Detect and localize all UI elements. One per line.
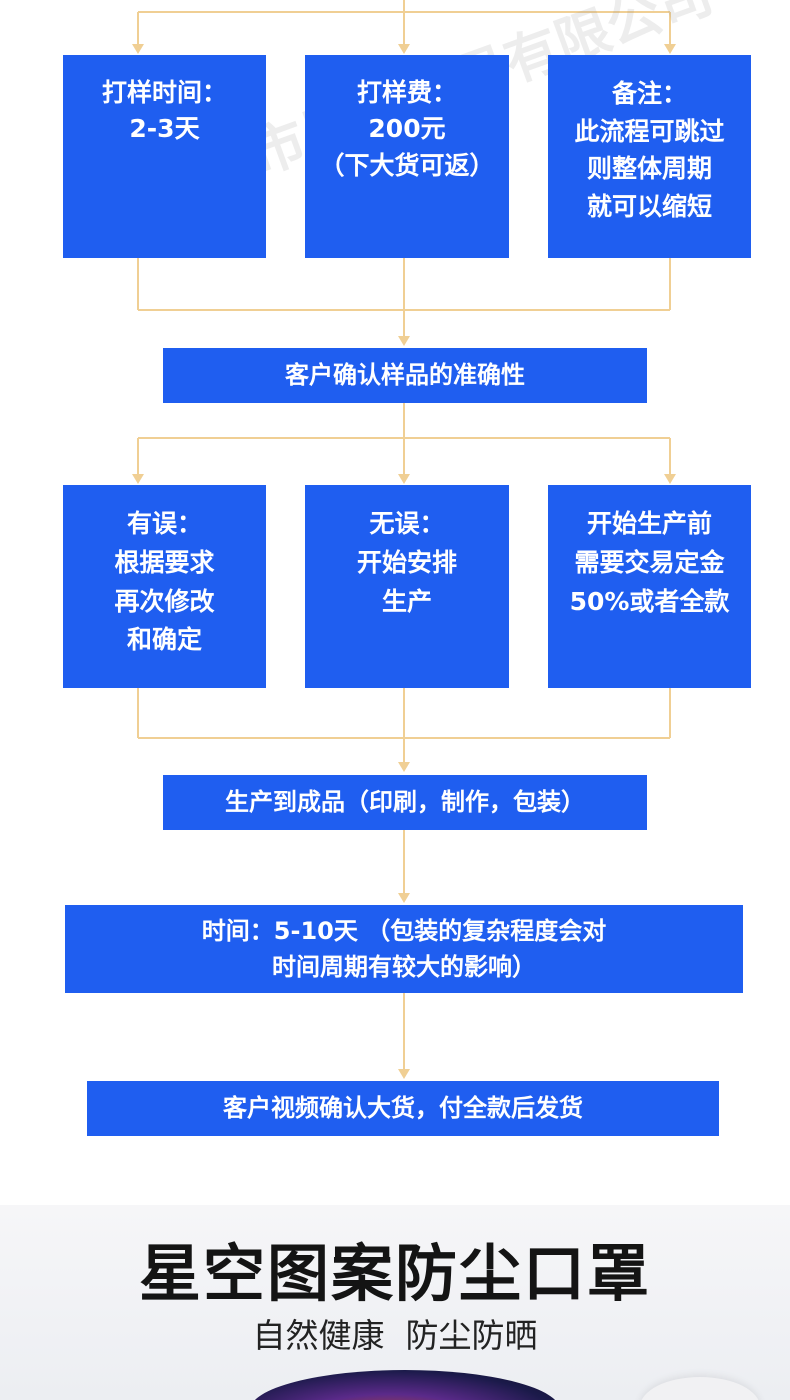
deposit-box: 开始生产前 需要交易定金 50%或者全款 [548, 485, 751, 688]
product-subtitle: 自然健康 防尘防晒 [252, 1316, 538, 1355]
box-line: 此流程可跳过 [574, 116, 725, 146]
production-time-step: 时间：5-10天 （包装的复杂程度会对 时间周期有较大的影响） [65, 905, 743, 993]
process-flowchart: 义乌市恩源贸易有限公司 打样时间： 2-3天 打样费： 200元 （下大货可返）… [63, 0, 751, 1136]
final-delivery-step: 客户视频确认大货，付全款后发货 [87, 1081, 719, 1136]
box-line: 开始安排 [356, 547, 457, 577]
box-line: 则整体周期 [586, 154, 712, 183]
box-line: 打样时间： [101, 78, 227, 107]
cup-image [640, 1377, 760, 1400]
starry-mask-image [250, 1370, 560, 1400]
box-line: 无误： [369, 509, 445, 538]
flow-connectors [132, 0, 676, 1079]
box-line: 备注： [611, 79, 687, 108]
box-line: （下大货可返） [319, 150, 495, 180]
product-banner: 星空图案防尘口罩 自然健康 防尘防晒 [0, 1205, 790, 1400]
box-line: 打样费： [356, 78, 457, 107]
step-label: 客户视频确认大货，付全款后发货 [223, 1094, 583, 1123]
box-line: 有误： [126, 509, 202, 538]
confirm-sample-step: 客户确认样品的准确性 [163, 348, 647, 403]
box-line: 再次修改 [114, 586, 215, 616]
production-step: 生产到成品（印刷，制作，包装） [163, 775, 647, 830]
step-label: 时间周期有较大的影响） [272, 953, 536, 981]
box-line: 2-3天 [129, 114, 200, 144]
step-label: 客户确认样品的准确性 [285, 361, 525, 390]
product-title: 星空图案防尘口罩 [138, 1237, 651, 1310]
no-error-box: 无误： 开始安排 生产 [305, 485, 509, 688]
box-line: 和确定 [126, 625, 202, 655]
box-line: 200元 [368, 114, 446, 144]
step-label: 生产到成品（印刷，制作，包装） [225, 788, 585, 817]
box-line: 根据要求 [114, 547, 215, 577]
remark-box: 备注： 此流程可跳过 则整体周期 就可以缩短 [548, 55, 751, 258]
sample-time-box: 打样时间： 2-3天 [63, 55, 266, 258]
box-line: 生产 [381, 586, 432, 616]
sample-fee-box: 打样费： 200元 （下大货可返） [305, 55, 509, 258]
box-line: 需要交易定金 [574, 547, 725, 577]
box-line: 就可以缩短 [586, 191, 712, 221]
box-line: 50%或者全款 [569, 586, 730, 616]
step-label: 时间：5-10天 （包装的复杂程度会对 [201, 917, 607, 945]
box-line: 开始生产前 [586, 509, 712, 538]
error-box: 有误： 根据要求 再次修改 和确定 [63, 485, 266, 688]
